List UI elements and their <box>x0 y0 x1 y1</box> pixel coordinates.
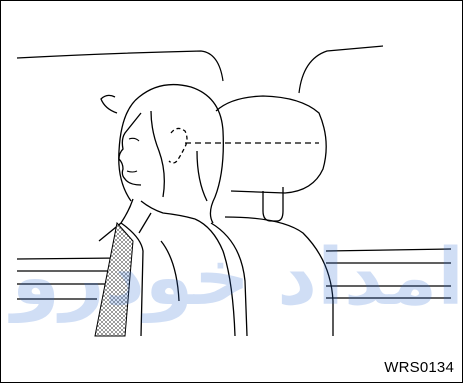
occupant-head <box>101 85 223 223</box>
headrest <box>216 96 326 221</box>
face-details <box>127 138 139 172</box>
figure-code: WRS0134 <box>384 359 454 376</box>
door-lines <box>17 249 451 299</box>
ear-reference <box>169 128 319 163</box>
roof-lines <box>17 46 383 93</box>
